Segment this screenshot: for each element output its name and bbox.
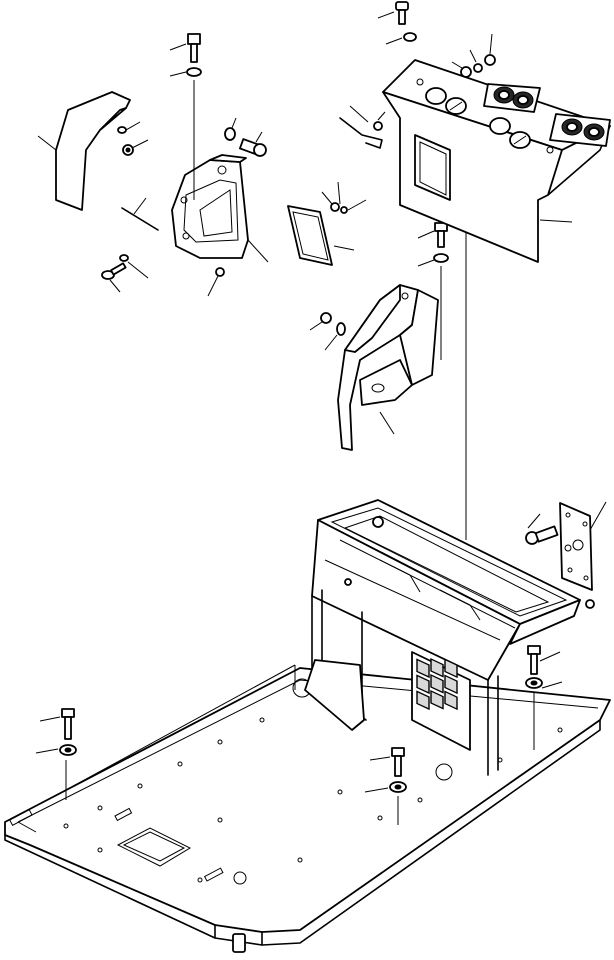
panel-gauges xyxy=(425,87,531,149)
vent-grille xyxy=(411,651,471,751)
side-console-bracket xyxy=(121,154,269,263)
bolt-right xyxy=(525,645,563,750)
floor-plate xyxy=(4,664,611,953)
floor-mount-bolts xyxy=(35,645,563,825)
cover-screws xyxy=(309,312,346,351)
rear-cover-left xyxy=(37,91,131,211)
bracket-bolts xyxy=(101,33,267,297)
speakers xyxy=(483,83,611,147)
operator-compartment-frame xyxy=(304,499,595,776)
access-plate-screws xyxy=(321,181,367,214)
electrical-box-plate xyxy=(559,501,607,591)
bolt-left xyxy=(35,708,77,756)
plate-bolt xyxy=(525,513,559,545)
panel-bolt-center xyxy=(417,222,467,540)
rear-cover-screws xyxy=(117,121,149,156)
bolt-center xyxy=(364,747,407,825)
top-control-panel xyxy=(382,59,611,263)
side-console-cover xyxy=(337,284,439,451)
panel-fasteners-top xyxy=(339,1,496,149)
access-plate xyxy=(287,205,355,266)
